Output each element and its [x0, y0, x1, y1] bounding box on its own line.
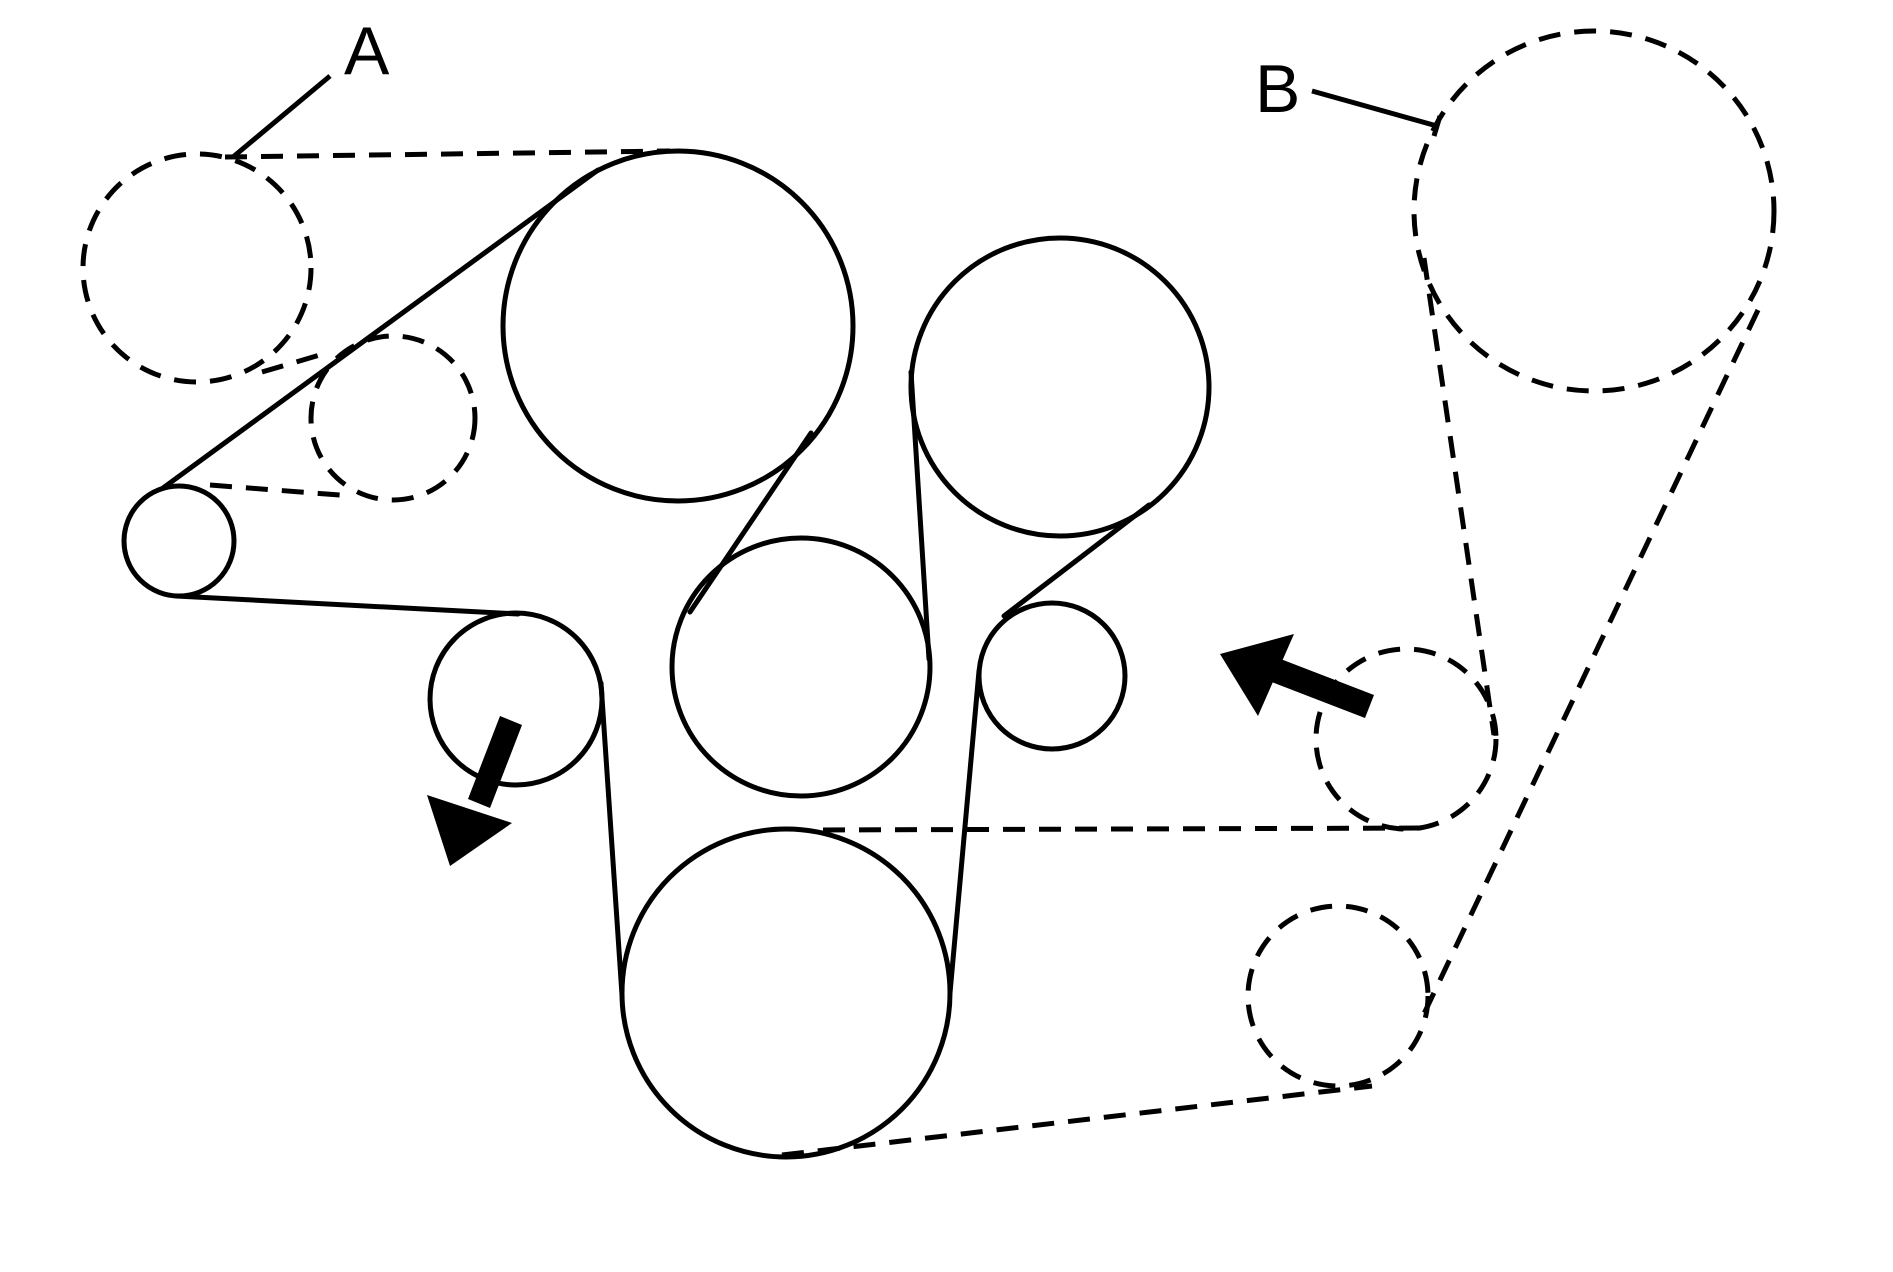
- belt-a-top-dashed: [224, 148, 671, 160]
- belt-center-to-upper-right: [908, 369, 932, 662]
- belt-idler-to-tensioner: [173, 593, 521, 617]
- leader-b: [1311, 88, 1438, 129]
- pulley-a-dashed-small: [308, 333, 478, 503]
- belt-a-idler-dashed: [209, 482, 353, 499]
- alternate-route-a: [80, 148, 671, 503]
- pulley-crankshaft: [619, 826, 953, 1160]
- belt-top-large-to-center: [687, 430, 814, 615]
- pulley-tensioner-left: [427, 610, 605, 788]
- belt-idler-to-crank: [947, 668, 982, 996]
- pulley-b-dashed-tensioner: [1313, 646, 1499, 832]
- pulley-top-large: [500, 148, 856, 504]
- leader-a: [231, 74, 332, 159]
- belt-b-mid-dashed: [822, 825, 1423, 833]
- belt-b-right-dashed: [1419, 308, 1761, 1020]
- belt-b-left-dashed: [1421, 257, 1497, 736]
- arrow-up-left-icon: [1220, 634, 1374, 718]
- leader-b-tick: [1431, 115, 1443, 137]
- belt-upper-right-to-idler: [1001, 502, 1152, 619]
- callout-label-b: B: [1255, 51, 1300, 127]
- pulley-small-idler-left: [121, 483, 237, 599]
- callout-label-a: A: [344, 13, 390, 89]
- pulley-center: [669, 535, 933, 799]
- arrow-down-left-icon: [427, 716, 522, 866]
- belt-tensioner-to-crank: [598, 680, 625, 998]
- alternate-route-b: [781, 28, 1777, 1158]
- callouts: A B: [231, 13, 1443, 159]
- pulley-upper-right: [908, 235, 1212, 539]
- direction-arrows: [427, 634, 1374, 866]
- pulley-small-idler-right: [976, 600, 1128, 752]
- belt-idler-to-top-large: [160, 167, 601, 491]
- pulley-a-dashed-large: [80, 151, 314, 385]
- belt-b-bottom-dashed: [781, 1083, 1373, 1158]
- pulleys: [121, 148, 1212, 1160]
- belt-route: [160, 167, 1152, 998]
- belt-a-lower-dashed: [261, 349, 331, 375]
- pulley-b-dashed-lower: [1245, 903, 1431, 1089]
- pulley-b-dashed-large: [1411, 28, 1777, 394]
